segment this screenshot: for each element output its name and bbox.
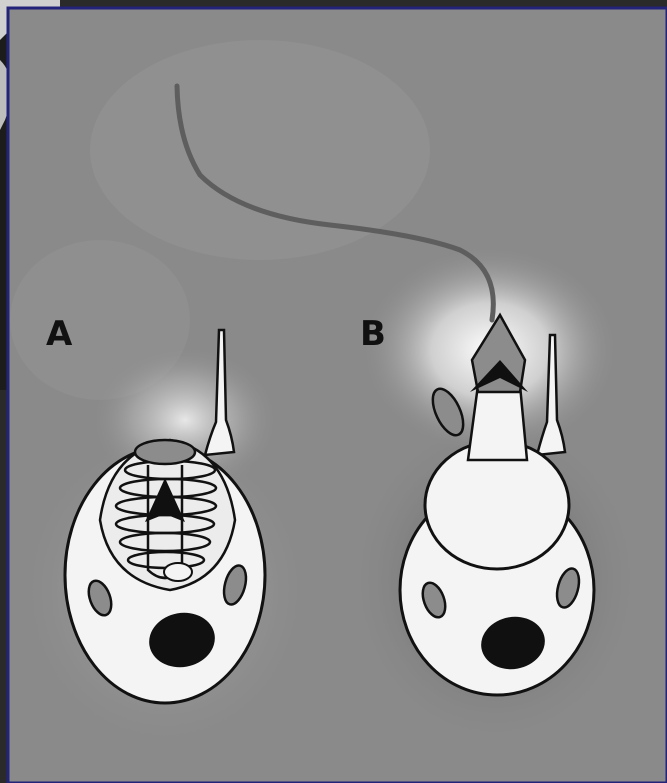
- panel-label-a: A: [46, 314, 72, 354]
- panel-label-b: B: [360, 314, 386, 354]
- background-swirl: [90, 40, 430, 260]
- cell-b-shaft: [468, 385, 527, 460]
- cell-a-bulb: [164, 563, 192, 581]
- cell-a-cap: [135, 440, 195, 464]
